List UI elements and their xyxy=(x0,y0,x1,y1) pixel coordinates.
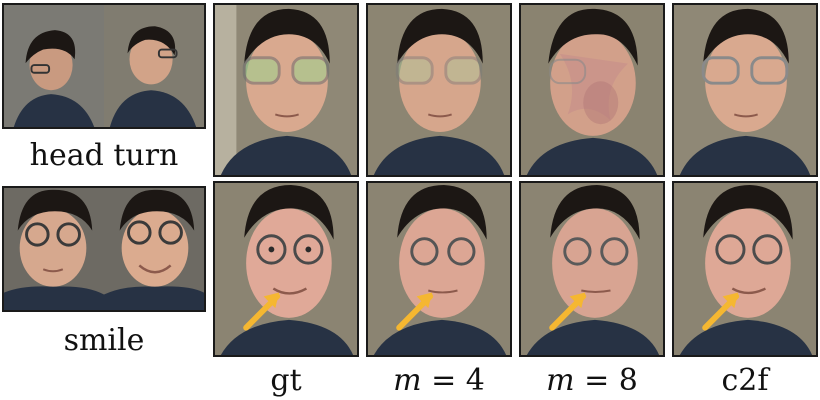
head-turn-caption: head turn xyxy=(29,138,179,173)
column-label-c2f: c2f xyxy=(721,363,769,398)
smile-c2f-image xyxy=(672,181,818,357)
smile-m4-image xyxy=(366,181,512,357)
head-turn-m8-image xyxy=(519,3,665,177)
smile-caption: smile xyxy=(63,323,145,358)
head-turn-pair-image xyxy=(2,3,206,129)
column-label-m4-var: m xyxy=(393,363,422,398)
column-label-m8-eq: = xyxy=(574,363,619,398)
column-label-m8-var: m xyxy=(546,363,575,398)
column-label-m8: m = 8 xyxy=(519,366,665,396)
smile-gt-image xyxy=(213,181,359,357)
smile-m8-image xyxy=(519,181,665,357)
column-label-m8-num: 8 xyxy=(618,363,638,398)
head-turn-gt-image xyxy=(213,3,359,177)
column-label-m4: m = 4 xyxy=(366,366,512,396)
column-label-gt: gt xyxy=(270,363,302,398)
smile-pair-image xyxy=(2,186,206,312)
head-turn-c2f-image xyxy=(672,3,818,177)
column-label-m4-eq: = xyxy=(421,363,466,398)
column-label-m4-num: 4 xyxy=(465,363,485,398)
head-turn-m4-image xyxy=(366,3,512,177)
